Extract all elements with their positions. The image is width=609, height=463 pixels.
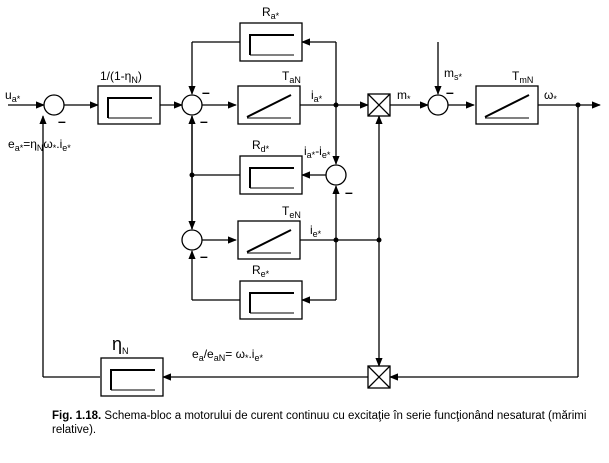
m-label: m* bbox=[397, 88, 411, 104]
ten-block bbox=[237, 220, 301, 260]
junction-omega bbox=[575, 102, 581, 108]
ie-label: ie* bbox=[310, 223, 322, 239]
gain-label: 1/(1-ηN) bbox=[100, 69, 142, 85]
ms-label: ms* bbox=[444, 66, 463, 82]
junction-rd bbox=[189, 172, 195, 178]
ra-block bbox=[239, 22, 303, 62]
junction-ia bbox=[333, 102, 339, 108]
input-label: ua* bbox=[5, 88, 21, 104]
sum-torque bbox=[427, 94, 449, 116]
re-label: Re* bbox=[252, 263, 270, 279]
re-block bbox=[239, 280, 303, 320]
minus-sign-input: – bbox=[58, 113, 66, 129]
eta-label: ηN bbox=[112, 334, 129, 356]
sum-difference bbox=[325, 164, 347, 186]
sum-input bbox=[43, 94, 65, 116]
tmn-block bbox=[475, 85, 539, 125]
minus-sign-ra: – bbox=[202, 84, 210, 100]
rd-block bbox=[239, 155, 303, 195]
ra-label: Ra* bbox=[262, 5, 280, 21]
omega-label: ω* bbox=[544, 88, 557, 104]
diff-label: ia*-ie* bbox=[304, 144, 331, 160]
gain-block bbox=[97, 85, 161, 125]
tan-label: TaN bbox=[282, 69, 301, 85]
rd-label: Rd* bbox=[252, 138, 270, 154]
ratio-label: ea/eaN= ω*.ie* bbox=[192, 347, 263, 363]
sum-armature bbox=[181, 94, 203, 116]
figure-number: Fig. 1.18. bbox=[52, 410, 102, 422]
minus-sign-re: – bbox=[200, 248, 208, 264]
junction-ie-re bbox=[333, 237, 339, 243]
minus-sign-diff: – bbox=[345, 184, 353, 200]
sum-excitation bbox=[181, 229, 203, 251]
caption-text: Schema-bloc a motorului de curent contin… bbox=[52, 410, 587, 436]
minus-sign-torque: – bbox=[446, 84, 454, 100]
junction-ie bbox=[376, 237, 382, 243]
minus-sign-rd: – bbox=[200, 113, 208, 129]
multiplier-emf bbox=[367, 365, 391, 389]
ea-equation: ea*=ηNω*.ie* bbox=[8, 137, 71, 153]
multiplier-torque bbox=[367, 93, 391, 117]
figure-caption: Fig. 1.18. Schema-bloc a motorului de cu… bbox=[52, 409, 602, 437]
tmn-label: TmN bbox=[512, 69, 533, 85]
eta-block bbox=[100, 357, 164, 397]
ia-label: ia* bbox=[311, 88, 323, 104]
ten-label: TeN bbox=[282, 204, 301, 220]
tan-block bbox=[237, 85, 301, 125]
